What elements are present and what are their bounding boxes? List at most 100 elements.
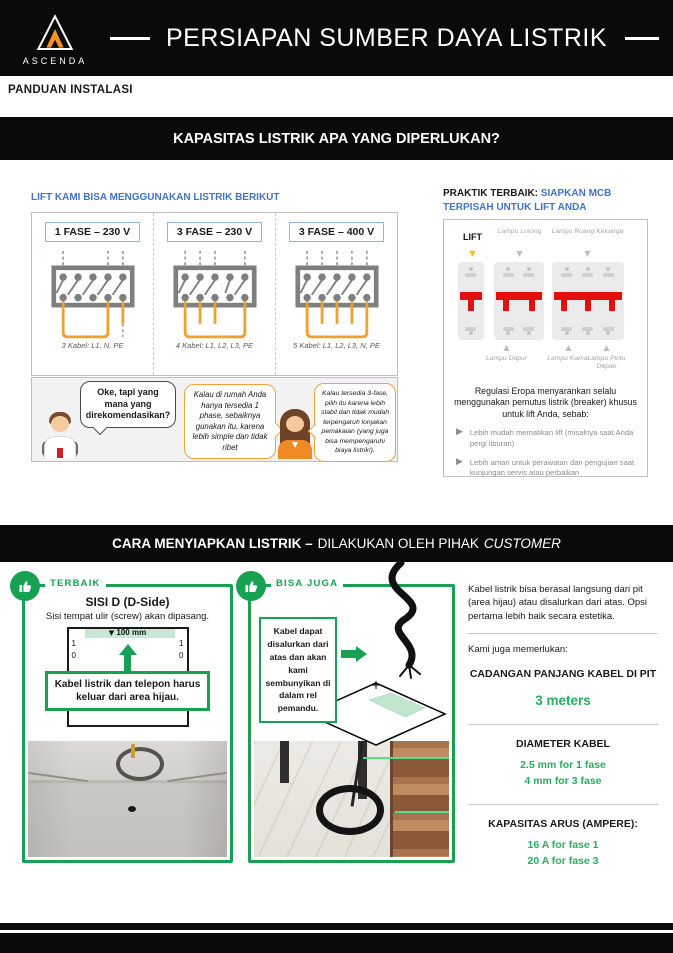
speech-bubble-question: Oke, tapi yang mana yang direkomendasika…	[80, 381, 176, 435]
breaker-dot	[564, 267, 569, 271]
up-arrow-icon: ▲	[503, 343, 510, 352]
mcb-bottom-label-1: Lampu Dapur	[485, 355, 528, 362]
green-right-arrow-stem	[341, 650, 356, 658]
dside-title: SISI D (D-Side)	[85, 595, 170, 609]
breaker-module	[582, 262, 593, 340]
laser-line	[395, 811, 449, 813]
footer-thin-bar	[0, 923, 673, 930]
phase-diagrams-box: 1 FASE – 230 V 3 Kabel:	[31, 212, 398, 376]
man-body	[44, 436, 76, 459]
panel-also: BISA JUGA Kabel dapat disalurkan dari at…	[236, 561, 455, 863]
header-bar: ASCENDA PERSIAPAN SUMBER DAYA LISTRIK	[0, 0, 673, 76]
woman-character	[278, 409, 312, 459]
pit-photo	[28, 741, 227, 857]
green-up-arrow-icon	[118, 644, 137, 656]
breaker-dot	[506, 267, 511, 271]
breaker-3pole	[551, 262, 624, 340]
phase-label: 3 FASE – 400 V	[288, 222, 385, 242]
divider	[468, 633, 658, 635]
diagram-side-digits: 1 0	[72, 638, 76, 662]
dark-rail	[280, 741, 289, 783]
breaker-module	[502, 262, 514, 340]
header-dash-right	[625, 36, 660, 40]
down-arrow-icon: ▼	[584, 249, 591, 258]
bubble-tail	[92, 420, 108, 435]
breaker-dot	[526, 331, 531, 335]
dark-rail	[358, 741, 367, 799]
hanging-cable-icon	[388, 561, 421, 679]
speech-bubble-answer-3fase: Kalau tersedia 3-fase, pilih itu karena …	[307, 383, 396, 462]
bullet-right-icon: ▶	[456, 456, 463, 467]
breaker-bar	[602, 273, 614, 277]
reason-item: ▶ Lebih mudah mematikan lift (misalnya s…	[452, 427, 639, 449]
mcb-diagram: LIFT ▼ Lampu Lorong ▼ Lampu Ruang Keluar…	[456, 228, 636, 380]
diameter-values: 2.5 mm for 1 fase 4 mm for 3 fase	[468, 758, 658, 790]
section1-title-bar: KAPASITAS LISTRIK APA YANG DIPERLUKAN?	[0, 117, 673, 160]
wall-seam	[167, 771, 227, 782]
logo-text: ASCENDA	[22, 55, 88, 66]
breaker-bar	[502, 273, 514, 277]
phase-caption: 5 Kabel: L1, L2, L3, N, PE	[293, 341, 380, 350]
woman-face	[286, 416, 304, 432]
breaker-2pole	[493, 262, 544, 340]
phase-cell-2: 3 FASE – 230 V 4 Kabel: L1, L2, L	[153, 213, 275, 375]
badge-label-terbaik: TERBAIK	[45, 577, 106, 590]
ampere-values: 16 A for fase 1 20 A for fase 3	[468, 838, 658, 870]
reason-text: Lebih mudah mematikan lift (misalnya saa…	[469, 428, 634, 448]
cable-coil	[316, 785, 384, 835]
breaker-bar	[523, 327, 535, 331]
breaker-dot	[585, 267, 590, 271]
breaker-switch	[495, 292, 542, 300]
best-practice-prefix: PRAKTIK TERBAIK:	[443, 188, 538, 199]
breaker-bar	[582, 327, 593, 331]
ampere-value-1fase: 16 A for fase 1	[527, 838, 599, 851]
breaker-1pole	[457, 262, 484, 340]
header-dash-left	[110, 36, 150, 40]
mcb-top-label-2: Lampu Ruang Keluarga	[551, 228, 624, 235]
thumbs-up-icon	[236, 571, 266, 601]
wall-seam	[28, 771, 88, 782]
section2-title-bold: CARA MENYIAPKAN LISTRIK –	[112, 536, 313, 551]
breaker-bar	[582, 273, 593, 277]
digit: 0	[71, 651, 76, 661]
regulation-text: Regulasi Eropa menyarankan selalu menggu…	[454, 386, 637, 419]
dimension-value: 100 mm	[116, 628, 147, 638]
ampere-value-3fase: 20 A for fase 3	[527, 854, 599, 867]
breaker-dot	[526, 267, 531, 271]
phase-label: 3 FASE – 230 V	[166, 222, 263, 242]
breaker-bar	[465, 327, 476, 331]
mcb-top-label-1: Lampu Lorong	[497, 228, 542, 235]
breaker-bar	[465, 273, 476, 277]
dimension-label: ▼ 100 mm	[69, 628, 187, 637]
section2-title-italic: CUSTOMER	[483, 536, 561, 551]
spare-cable-title: CADANGAN PANJANG KABEL DI PIT	[469, 668, 657, 681]
best-practice-highlight: SIAPKAN MCB TERPISAH UNTUK LIFT ANDA	[443, 188, 612, 213]
phase-cell-1: 1 FASE – 230 V 3 Kabel:	[32, 213, 153, 375]
section1-title: KAPASITAS LISTRIK APA YANG DIPERLUKAN?	[173, 130, 500, 147]
down-arrow-icon: ▼	[516, 249, 523, 258]
bubble-text: Kalau di rumah Anda hanya tersedia 1 pha…	[192, 390, 268, 452]
mcb-lift-label: LIFT	[463, 232, 482, 242]
page-title: PERSIAPAN SUMBER DAYA LISTRIK	[166, 23, 608, 52]
badge-label-bisa-juga: BISA JUGA	[271, 577, 344, 590]
man-character	[42, 411, 78, 459]
mcb-bottom-label-2: Lampu Kamar	[547, 355, 590, 362]
divider	[468, 724, 658, 726]
diameter-value-3fase: 4 mm for 3 fase	[524, 775, 602, 788]
reason-text: Lebih aman untuk perawatan dan pengujian…	[469, 457, 635, 478]
diameter-title: DIAMETER KABEL	[516, 738, 610, 751]
breaker-module	[602, 262, 614, 340]
phase-caption: 4 Kabel: L1, L2, L3, PE	[175, 341, 254, 350]
green-zone-strip	[84, 629, 175, 639]
ascenda-logo: ASCENDA	[16, 11, 94, 66]
terminal-diagram-3fase400-icon	[294, 251, 379, 339]
mcb-bottom-label-3: Lampu Pintu Depan	[587, 355, 626, 371]
breaker-module	[523, 262, 535, 340]
best-practice-heading: PRAKTIK TERBAIK: SIAPKAN MCB TERPISAH UN…	[443, 187, 657, 214]
bullet-right-icon: ▶	[456, 427, 463, 438]
ascenda-triangle-icon	[36, 13, 74, 50]
woman-body	[278, 440, 312, 459]
up-arrow-icon: ▲	[565, 343, 572, 352]
woman-collar	[292, 442, 298, 448]
floor-hole	[127, 805, 136, 812]
